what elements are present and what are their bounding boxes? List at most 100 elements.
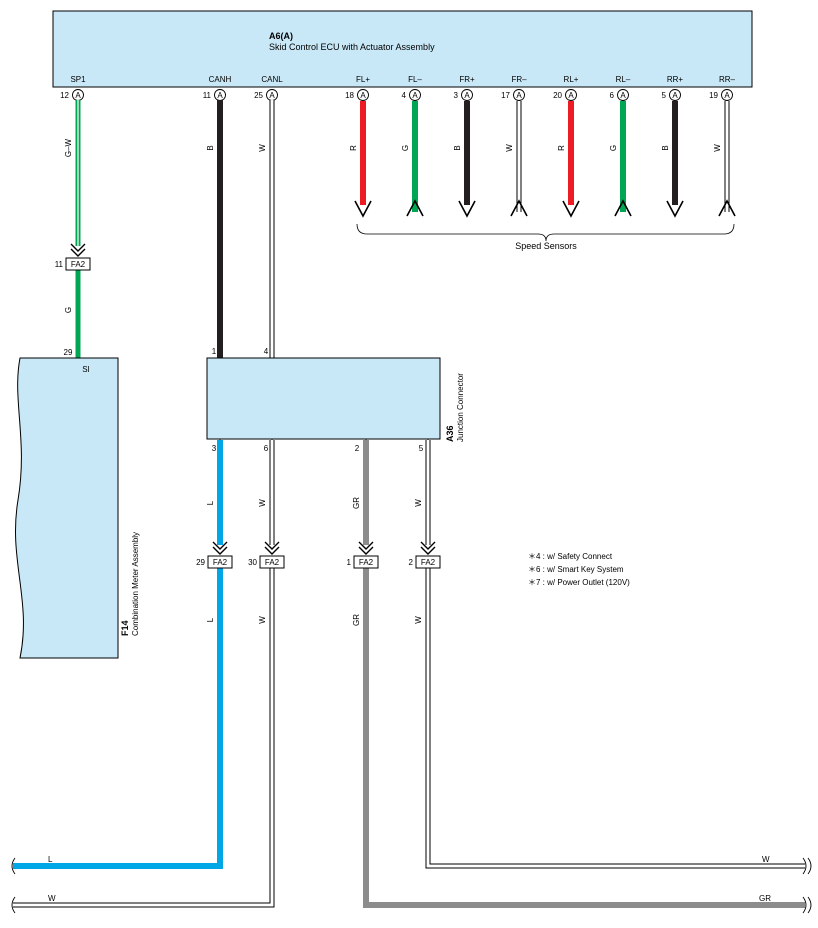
wire-junction-3-blue <box>13 440 223 869</box>
junction-bottom-pin-5: 5 <box>419 444 424 453</box>
connector-pin: 2 <box>409 558 414 567</box>
wire-color-label: W <box>505 144 514 152</box>
connector-pin: 11 <box>55 260 64 269</box>
wire-label-j5: W <box>414 499 423 507</box>
ecu-pin-number: 18 <box>345 91 354 100</box>
ecu-code: A6(A) <box>269 31 293 41</box>
wire-color-label: G <box>609 145 618 151</box>
ecu-connector-letter: A <box>464 91 470 100</box>
speed-sensors-label: Speed Sensors <box>515 241 577 251</box>
wire-label-sp1-lower: G <box>64 307 73 313</box>
junction-name: Junction Connector <box>456 373 465 442</box>
wire-sp1 <box>20 100 81 412</box>
wire-label-fa2: W <box>414 616 423 624</box>
ecu-connector-circle <box>565 89 577 101</box>
speed-sensor-wire <box>614 101 632 217</box>
wire-color-label: R <box>349 145 358 151</box>
double-chevron-icon <box>264 541 280 555</box>
ecu-pin-number: 25 <box>254 91 263 100</box>
wire-label-fa30: W <box>258 616 267 624</box>
ecu-signal-label: RL+ <box>564 75 579 84</box>
combination-meter-box <box>15 357 119 659</box>
speed-sensor-wire <box>666 101 684 218</box>
wire-label-bottom-w-right: W <box>762 855 770 864</box>
ecu-signal-label: FL– <box>408 75 422 84</box>
wire-junction-5-white <box>425 440 805 869</box>
speed-sensor-wire <box>562 101 580 218</box>
connector-name: FA2 <box>421 558 436 567</box>
speed-sensor-wire <box>718 101 736 217</box>
ecu-signal-label: FL+ <box>356 75 370 84</box>
ecu-connector-letter: A <box>724 91 730 100</box>
ecu-connector-letter: A <box>568 91 574 100</box>
junction-bottom-pin-3: 3 <box>212 444 217 453</box>
combination-meter-name: Combination Meter Assembly <box>131 532 140 636</box>
ecu-pin-number: 11 <box>203 91 212 100</box>
ecu-connector-circle <box>409 89 421 101</box>
connector-fa2-pin-2: FA2 2 <box>409 541 441 569</box>
ecu-pin-number: 5 <box>662 91 667 100</box>
wire-label-canl: W <box>258 144 267 152</box>
ecu-connector-circle <box>357 89 369 101</box>
ecu-signal-label: FR– <box>511 75 527 84</box>
connector-box <box>259 555 285 569</box>
wire-label-j3: L <box>206 500 215 505</box>
connector-pin: 29 <box>196 558 205 567</box>
arrow-up-icon <box>510 199 528 217</box>
ecu-pin-number: 20 <box>553 91 562 100</box>
wire-color-label: W <box>713 144 722 152</box>
ecu-connector-circle <box>513 89 525 101</box>
ecu-pin-number: 4 <box>402 91 407 100</box>
ecu-signal-label: SP1 <box>70 75 86 84</box>
wire-label-sp1-upper: G–W <box>64 138 73 157</box>
ecu-name: Skid Control ECU with Actuator Assembly <box>269 42 435 52</box>
connector-name: FA2 <box>213 558 228 567</box>
ecu-pin-number: 12 <box>60 91 69 100</box>
wire-color-label: B <box>453 145 462 150</box>
ecu-connector-circle <box>617 89 629 101</box>
note-2: ＊6 : w/ Smart Key System <box>528 565 624 574</box>
connector-fa2-pin-29: FA2 29 <box>196 541 233 569</box>
ecu-signal-label: CANL <box>261 75 283 84</box>
speed-sensors-brace <box>356 223 735 242</box>
wire-junction-2-gray <box>363 440 805 908</box>
arrow-down-icon <box>354 200 372 218</box>
combination-meter-signal: SI <box>82 365 90 374</box>
speed-sensor-wire <box>354 101 372 218</box>
wire-label-bottom-gr: GR <box>759 894 771 903</box>
double-chevron-icon <box>212 541 228 555</box>
ecu-signal-label: FR+ <box>459 75 475 84</box>
connector-box <box>415 555 441 569</box>
wire-label-fa1: GR <box>352 614 361 626</box>
combination-meter-code: F14 <box>120 620 130 636</box>
wire-junction-6-white <box>13 440 275 908</box>
ecu-box <box>52 10 753 88</box>
ecu-connector-letter: A <box>412 91 418 100</box>
double-chevron-icon <box>420 541 436 555</box>
connector-name: FA2 <box>265 558 280 567</box>
connector-name: FA2 <box>71 260 86 269</box>
wire-label-fa29: L <box>206 617 215 622</box>
ecu-connector-letter: A <box>516 91 522 100</box>
speed-sensor-wire <box>510 101 528 217</box>
wire-break-marks <box>11 857 812 914</box>
ecu-signal-label: RR– <box>719 75 736 84</box>
ecu-signal-label: CANH <box>209 75 232 84</box>
ecu-signal-label: RL– <box>616 75 631 84</box>
connector-box <box>65 257 91 271</box>
ecu-connector-circle <box>461 89 473 101</box>
junction-bottom-pin-6: 6 <box>264 444 269 453</box>
speed-sensor-wire <box>458 101 476 218</box>
ecu-pin-number: 6 <box>610 91 615 100</box>
ecu-pin-number: 3 <box>454 91 459 100</box>
junction-code: A36 <box>445 425 455 442</box>
